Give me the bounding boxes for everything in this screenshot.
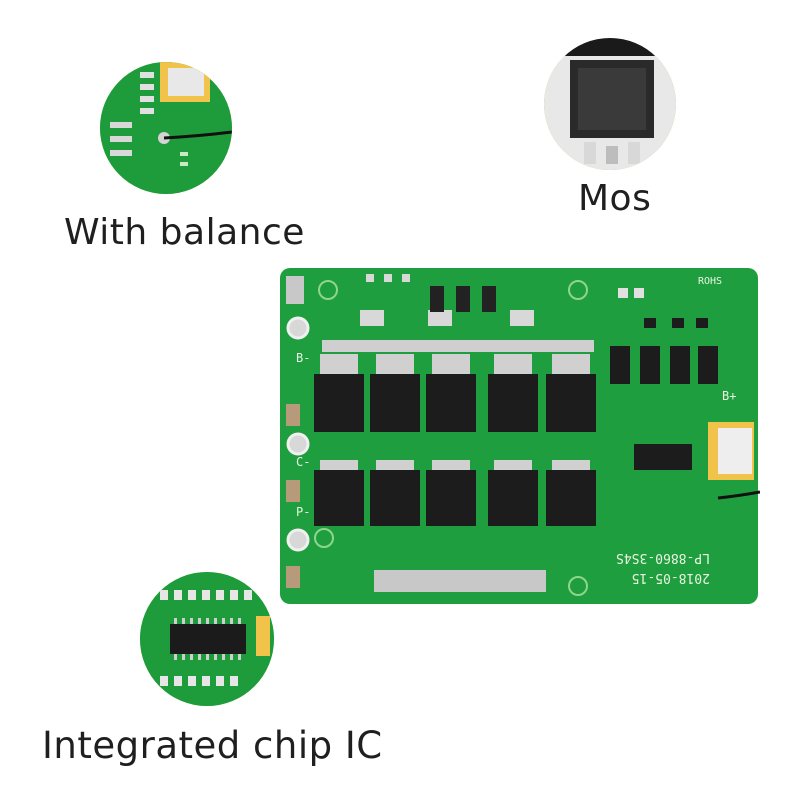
mosfet-closeup-image [544,38,676,170]
caption-mos: Mos [578,178,652,219]
ic-detail-bubble [140,572,274,706]
bms-circuit-board: B- C- P- [278,266,761,606]
label-b-minus: B- [296,351,310,365]
caption-with-balance: With balance [64,212,305,253]
mosfet-bottom-row [314,470,596,526]
caption-integrated-chip: Integrated chip IC [42,724,383,767]
label-p-minus: P- [296,505,310,519]
silk-model: LP-8860-3S4S [616,550,710,565]
p-minus-pad [286,528,310,552]
balance-connector-image [100,62,232,194]
wire-icon [163,130,232,140]
ic-chip-icon [170,624,246,654]
wire-on-board [717,490,761,500]
balance-detail-bubble [100,62,232,194]
mos-detail-bubble [544,38,676,170]
b-minus-pad [286,316,310,340]
mosfet-top-row [314,374,596,432]
label-b-plus: B+ [722,389,736,403]
integrated-chip-image [140,572,274,706]
label-c-minus: C- [296,455,310,469]
silk-rohs: ROHS [698,276,722,287]
silk-date: 2018-05-15 [632,570,710,585]
c-minus-pad [286,432,310,456]
ic-chip-on-board [634,444,692,470]
pcb-image: B- C- P- [280,268,761,604]
